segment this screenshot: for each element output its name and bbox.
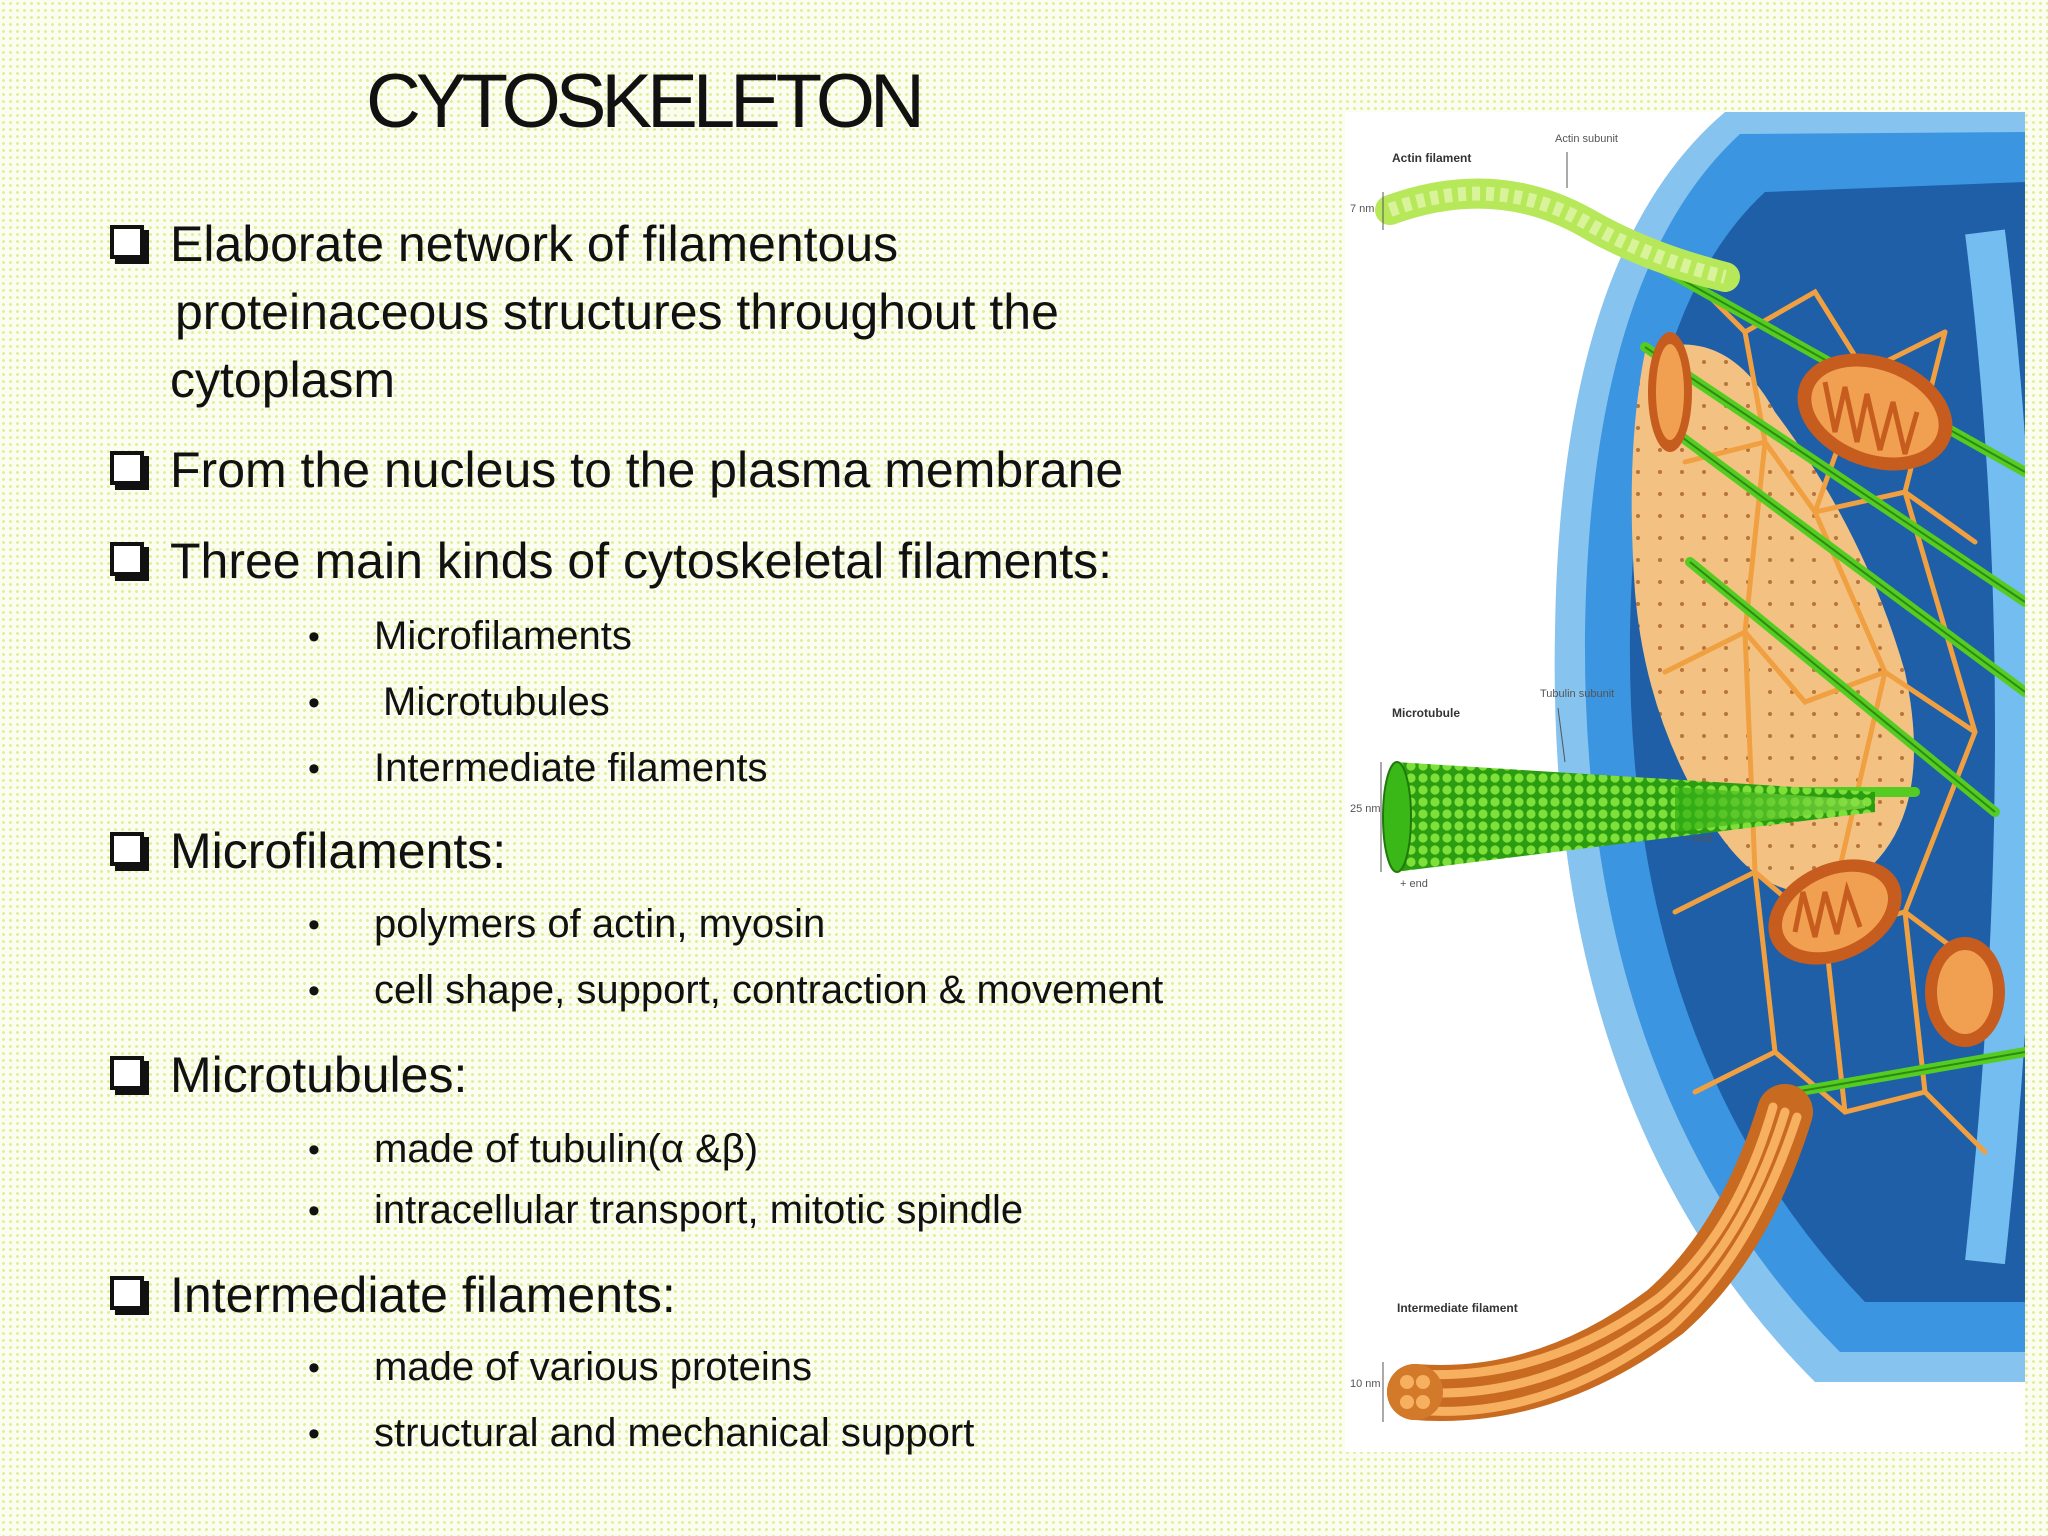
dot-bullet-icon: • bbox=[308, 1131, 320, 1169]
cytoskeleton-figure: Actin filament Actin subunit 7 nm Microt… bbox=[1345, 112, 2035, 1452]
dot-bullet-icon: • bbox=[308, 906, 320, 944]
microtubule-size-label: 25 nm bbox=[1350, 803, 1381, 815]
tubulin-subunit-label: Tubulin subunit bbox=[1540, 688, 1614, 700]
bullet-sub: polymers of actin, myosin bbox=[374, 902, 826, 946]
intermediate-filament-label: Intermediate filament bbox=[1397, 1301, 1518, 1315]
bullet-sub: cell shape, support, contraction & movem… bbox=[374, 968, 1164, 1012]
actin-size-label: 7 nm bbox=[1350, 203, 1374, 215]
bullet-sub: made of various proteins bbox=[374, 1345, 813, 1389]
bullet-sub: Intermediate filaments bbox=[374, 746, 768, 790]
bullet-sub: structural and mechanical support bbox=[374, 1411, 975, 1455]
checkbox-bullet-icon bbox=[110, 542, 144, 576]
bullet-main: Microfilaments: bbox=[170, 823, 507, 879]
slide-title: CYTOSKELETON bbox=[366, 59, 925, 144]
bullet-main: Intermediate filaments: bbox=[170, 1267, 676, 1323]
bullet-sub: Microfilaments bbox=[374, 614, 632, 658]
actin-subunit-label: Actin subunit bbox=[1555, 133, 1618, 145]
bullet-main: Microtubules: bbox=[170, 1047, 468, 1103]
bullet-list: Elaborate network of filamentous protein… bbox=[110, 216, 1164, 1455]
checkbox-bullet-icon bbox=[110, 1056, 144, 1090]
dot-bullet-icon: • bbox=[308, 1192, 320, 1230]
dot-bullet-icon: • bbox=[308, 1349, 320, 1387]
microtubule-label: Microtubule bbox=[1392, 706, 1460, 720]
dot-bullet-icon: • bbox=[308, 618, 320, 656]
checkbox-bullet-icon bbox=[110, 225, 144, 259]
checkbox-bullet-icon bbox=[110, 451, 144, 485]
actin-filament-label: Actin filament bbox=[1392, 151, 1471, 165]
dot-bullet-icon: • bbox=[308, 1415, 320, 1453]
plus-end-label: + end bbox=[1400, 878, 1428, 890]
checkbox-bullet-icon bbox=[110, 832, 144, 866]
bullet-main: Elaborate network of filamentous bbox=[170, 216, 899, 272]
bullet-sub: Microtubules bbox=[383, 680, 610, 724]
minus-end-label: – end bbox=[1685, 833, 1713, 845]
dot-bullet-icon: • bbox=[308, 750, 320, 788]
bullet-sub: made of tubulin(α &β) bbox=[374, 1127, 759, 1171]
cytoskeleton-illustration: Actin filament Actin subunit 7 nm Microt… bbox=[1345, 112, 2035, 1452]
bullet-main: From the nucleus to the plasma membrane bbox=[170, 442, 1124, 498]
bullet-continuation: proteinaceous structures throughout the bbox=[175, 284, 1059, 340]
bullet-continuation: cytoplasm bbox=[170, 352, 396, 408]
dot-bullet-icon: • bbox=[308, 972, 320, 1010]
dot-bullet-icon: • bbox=[308, 684, 320, 722]
intermediate-size-label: 10 nm bbox=[1350, 1378, 1381, 1390]
bullet-sub: intracellular transport, mitotic spindle bbox=[374, 1188, 1024, 1232]
checkbox-bullet-icon bbox=[110, 1276, 144, 1310]
bullet-main: Three main kinds of cytoskeletal filamen… bbox=[170, 533, 1113, 589]
